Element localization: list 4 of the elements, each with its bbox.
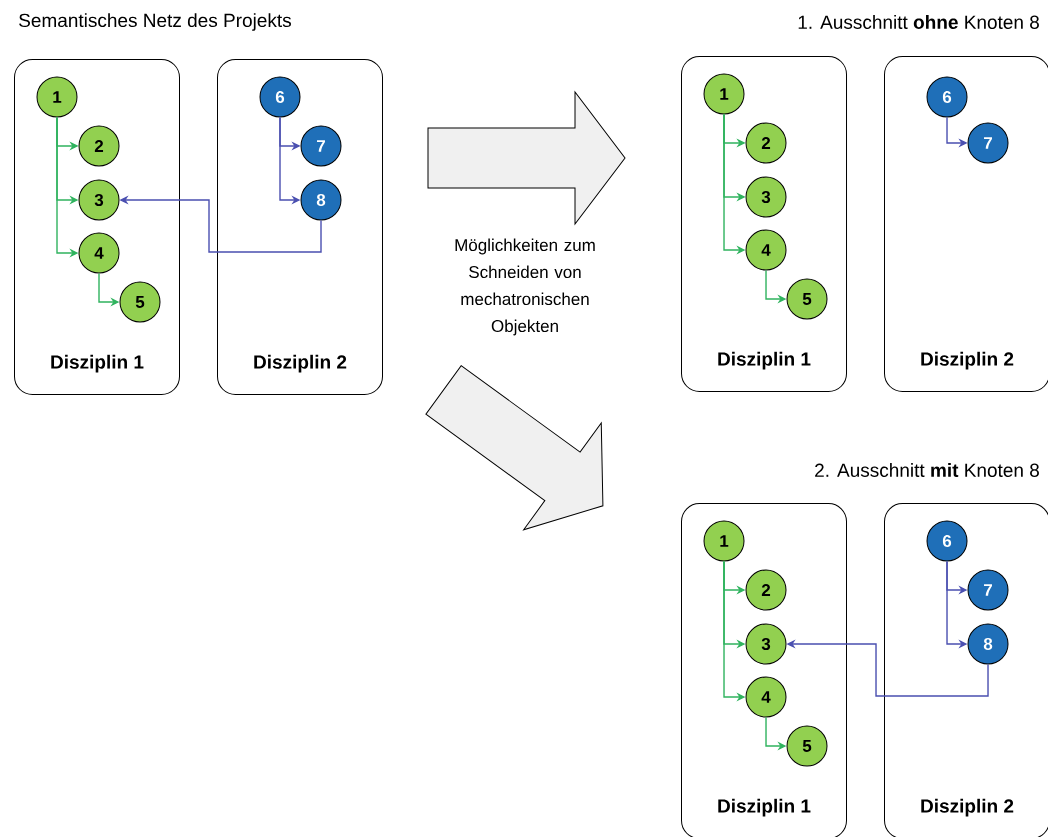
caption-text: Möglichkeiten zum Schneiden von mechatronischen Objekten [455, 238, 595, 336]
panel-title: 1. Ausschnitt ohne Knoten 8 [798, 15, 1039, 29]
panel-title: Semantisches Netz des Projekts [19, 13, 291, 31]
panel-title: 2. Ausschnitt mit Knoten 8 [815, 463, 1039, 477]
